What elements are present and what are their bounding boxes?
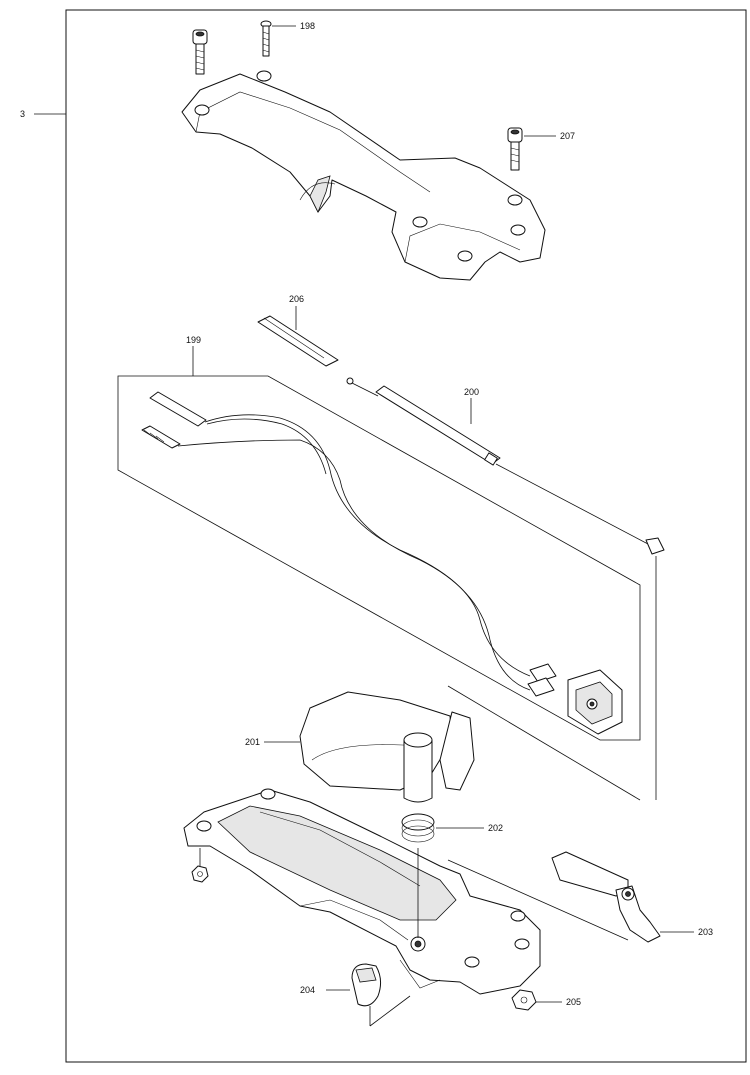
ref-label-3: 3: [20, 109, 25, 119]
callout-207: 207: [560, 131, 575, 141]
screw-198-left: [192, 29, 208, 75]
callout-200: 200: [464, 387, 479, 397]
screw-207: 207: [507, 127, 575, 171]
nut-left: [191, 848, 209, 883]
callout-202: 202: [488, 823, 503, 833]
frame-border: [65, 9, 747, 1063]
callout-203: 203: [698, 927, 713, 937]
callout-199: 199: [186, 335, 201, 345]
throttle-lever-201: 201: [245, 691, 475, 803]
spring-202: 202: [401, 813, 503, 843]
upper-handle-housing: [181, 70, 546, 281]
lower-handle-housing: [183, 788, 541, 995]
part-204: 204: [300, 963, 411, 1027]
callout-204: 204: [300, 985, 315, 995]
callout-198: 198: [300, 21, 315, 31]
stud-206: 206: [257, 294, 339, 367]
nut-205: 205: [511, 989, 581, 1011]
screw-198: 198: [260, 20, 315, 57]
wire-harness-199: 199: [117, 335, 641, 741]
callout-201: 201: [245, 737, 260, 747]
callout-206: 206: [289, 294, 304, 304]
throttle-cable-200: 200: [346, 377, 665, 800]
lock-off-lever-203: 203: [447, 851, 713, 943]
stop-switch: [567, 669, 623, 735]
callout-205: 205: [566, 997, 581, 1007]
